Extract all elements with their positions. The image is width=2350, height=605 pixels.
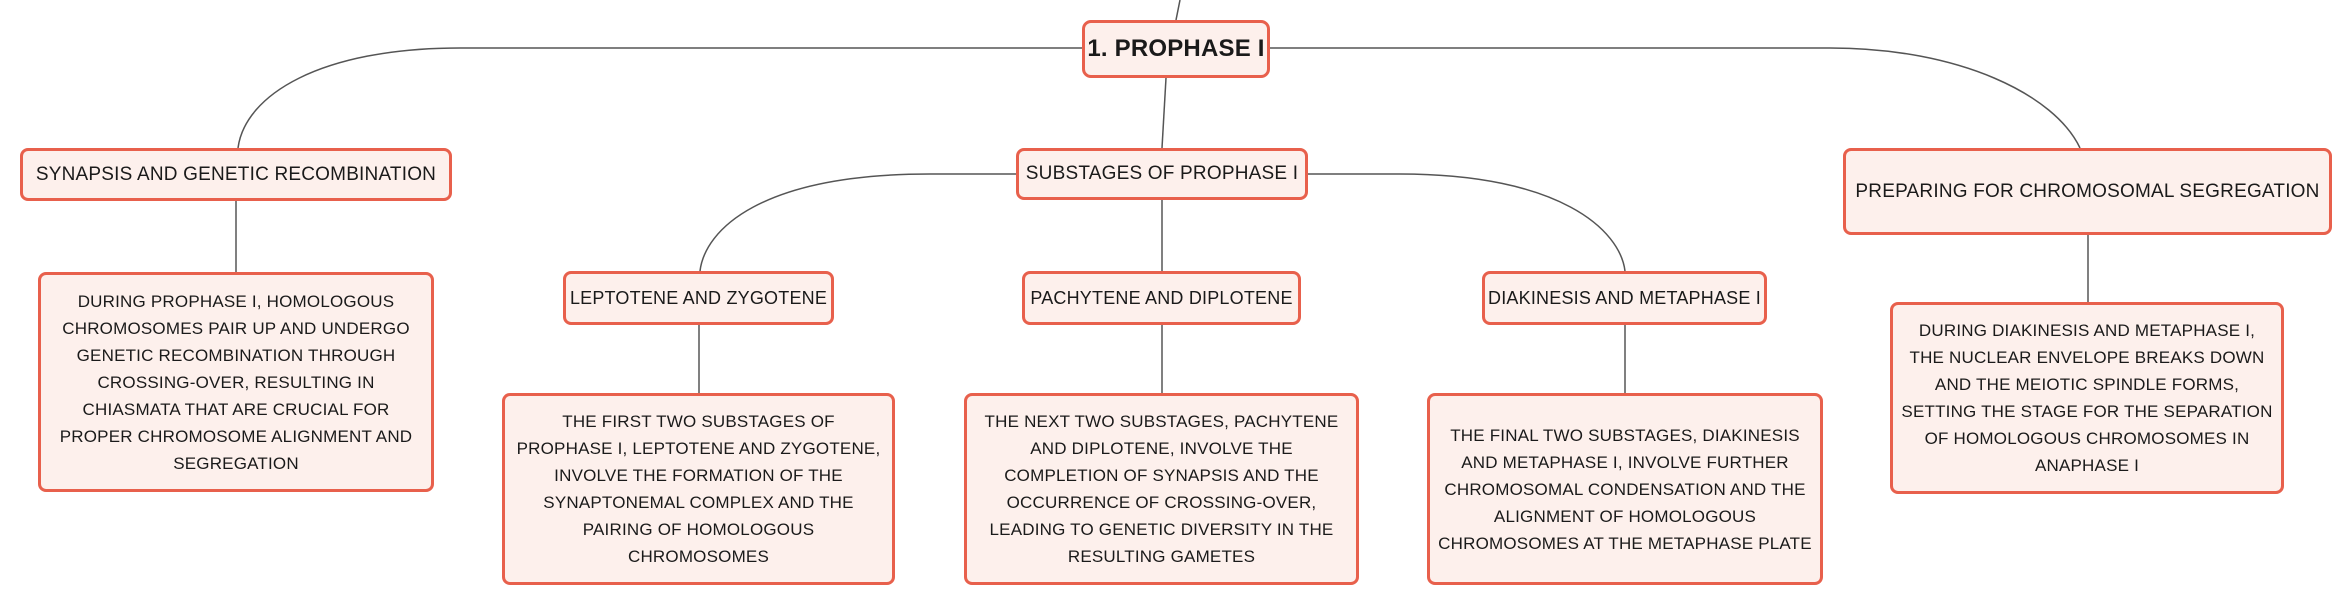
sub-leptotene-node[interactable]: LEPTOTENE AND ZYGOTENE (563, 271, 834, 325)
branch-substages-label: SUBSTAGES OF PROPHASE I (1025, 163, 1299, 184)
detail-leptotene-text: THE FIRST TWO SUBSTAGES OF PROPHASE I, L… (516, 412, 881, 566)
branch-synapsis-label: SYNAPSIS AND GENETIC RECOMBINATION (35, 163, 437, 185)
detail-leptotene-node[interactable]: THE FIRST TWO SUBSTAGES OF PROPHASE I, L… (502, 393, 895, 585)
connector-substages-diakinesis (1308, 173, 1626, 272)
detail-synapsis-text: DURING PROPHASE I, HOMOLOGOUS CHROMOSOME… (59, 291, 413, 473)
connector-root-substages (1161, 77, 1167, 149)
sub-leptotene-label: LEPTOTENE AND ZYGOTENE (569, 287, 828, 308)
connector-parent-root (1175, 0, 1181, 21)
branch-substages-node[interactable]: SUBSTAGES OF PROPHASE I (1016, 148, 1308, 200)
sub-diakinesis-node[interactable]: DIAKINESIS AND METAPHASE I (1482, 271, 1767, 325)
detail-diakinesis-node[interactable]: THE FINAL TWO SUBSTAGES, DIAKINESIS AND … (1427, 393, 1823, 585)
sub-diakinesis-label: DIAKINESIS AND METAPHASE I (1488, 287, 1761, 308)
root-node[interactable]: 1. PROPHASE I (1082, 20, 1270, 78)
detail-diakinesis-text: THE FINAL TWO SUBSTAGES, DIAKINESIS AND … (1438, 425, 1812, 553)
detail-segregation-node[interactable]: DURING DIAKINESIS AND METAPHASE I, THE N… (1890, 302, 2284, 494)
detail-synapsis-node[interactable]: DURING PROPHASE I, HOMOLOGOUS CHROMOSOME… (38, 272, 434, 492)
branch-segregation-label: PREPARING FOR CHROMOSOMAL SEGREGATION (1855, 180, 2320, 202)
connector-root-synapsis (237, 47, 1082, 149)
connector-substages-leptotene (699, 173, 1016, 272)
sub-pachytene-node[interactable]: PACHYTENE AND DIPLOTENE (1022, 271, 1301, 325)
connector-root-segregation (1270, 47, 2081, 149)
detail-pachytene-text: THE NEXT TWO SUBSTAGES, PACHYTENE AND DI… (984, 412, 1339, 566)
detail-pachytene-node[interactable]: THE NEXT TWO SUBSTAGES, PACHYTENE AND DI… (964, 393, 1359, 585)
branch-segregation-node[interactable]: PREPARING FOR CHROMOSOMAL SEGREGATION (1843, 148, 2332, 235)
sub-pachytene-label: PACHYTENE AND DIPLOTENE (1030, 287, 1293, 308)
branch-synapsis-node[interactable]: SYNAPSIS AND GENETIC RECOMBINATION (20, 148, 452, 201)
root-label: 1. PROPHASE I (1087, 35, 1265, 62)
detail-segregation-text: DURING DIAKINESIS AND METAPHASE I, THE N… (1901, 321, 2273, 475)
